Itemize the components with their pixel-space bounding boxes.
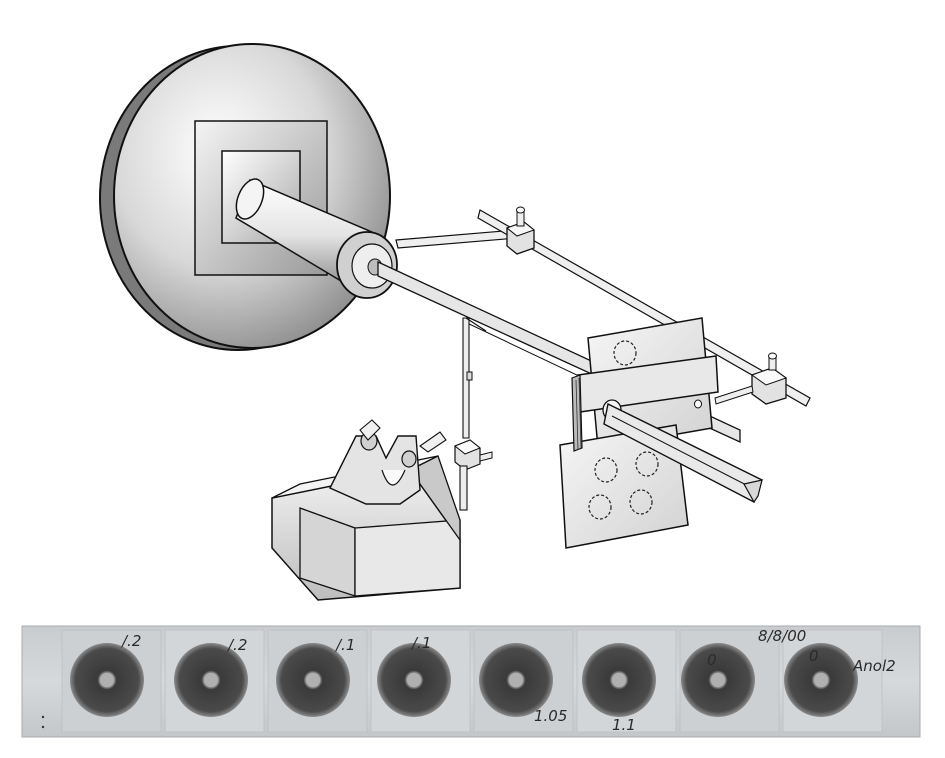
film-spot-center — [711, 673, 725, 687]
film-spot-center — [814, 673, 828, 687]
handwritten-annotations: /.2 /.2 /.1 /.1 1.05 1.1 0 8/8/00 0 Anol… — [120, 627, 896, 734]
annotation-3: /.1 — [334, 636, 355, 654]
annotation-2: /.2 — [226, 636, 247, 654]
apparatus-drawing — [99, 43, 811, 601]
beam-tube — [235, 178, 398, 299]
hanger-rod — [454, 317, 493, 511]
film-strip: /.2 /.2 /.1 /.1 1.05 1.1 0 8/8/00 0 Anol… — [21, 625, 921, 738]
right-clamp — [714, 352, 788, 405]
film-spot-center — [204, 673, 218, 687]
fork-arm — [603, 402, 763, 504]
annotation-10: Anol2 — [852, 657, 896, 675]
annotation-7: 0 — [707, 651, 717, 669]
annotation-1: /.2 — [120, 632, 141, 650]
annotation-9: 0 — [809, 647, 819, 665]
film-spot-center — [100, 673, 114, 687]
annotation-4: /.1 — [410, 634, 431, 652]
film-spot-center — [306, 673, 320, 687]
sample-stage — [271, 419, 461, 601]
film-spot-center — [509, 673, 523, 687]
annotation-8: 8/8/00 — [758, 627, 806, 645]
annotation-5: 1.05 — [534, 707, 567, 725]
film-spot-center — [612, 673, 626, 687]
film-spots — [70, 643, 858, 717]
film-spot-center — [407, 673, 421, 687]
annotation-6: 1.1 — [612, 716, 636, 734]
